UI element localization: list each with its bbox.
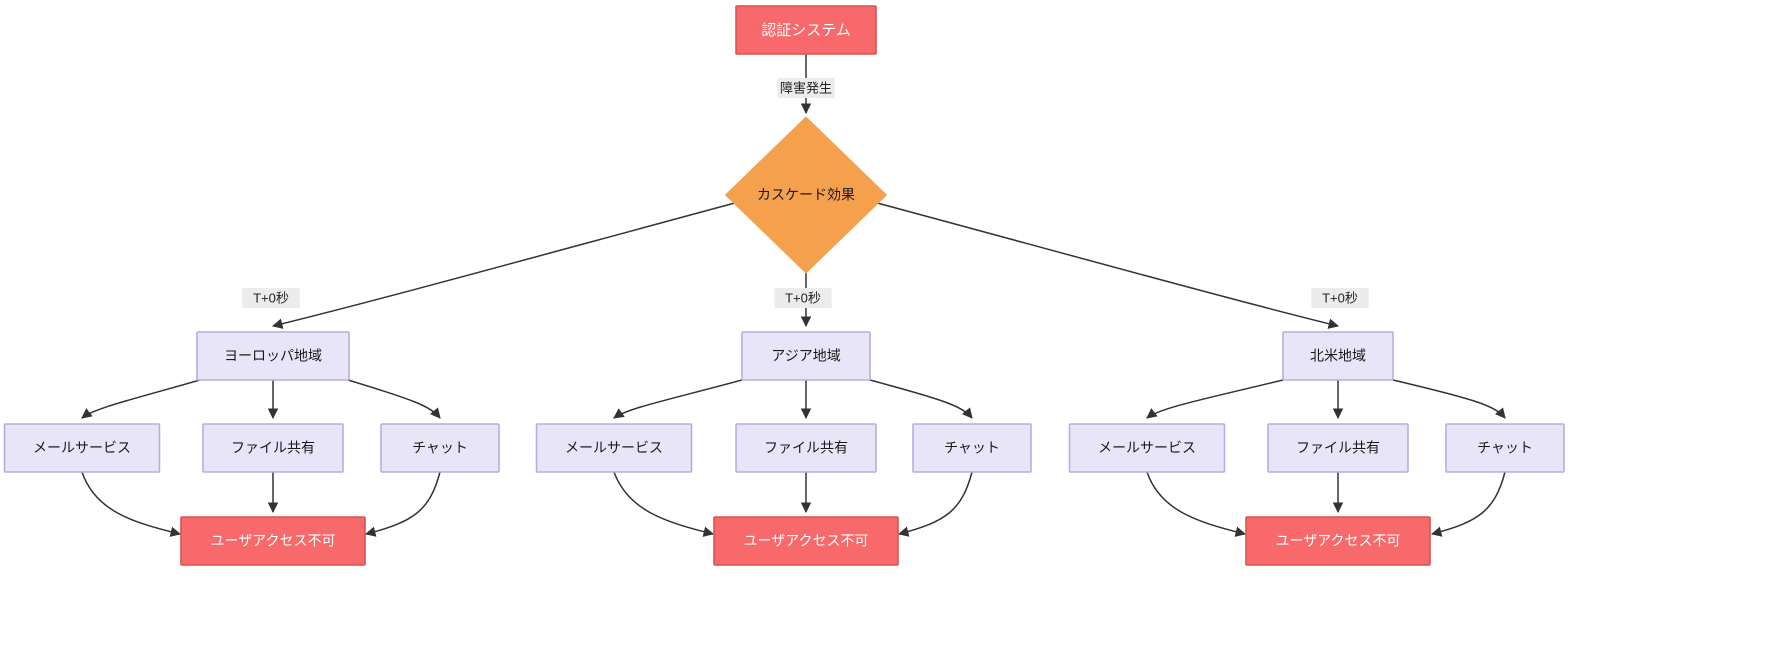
node-shape-rect [912, 423, 1032, 473]
node-label-asia_down: ユーザアクセス不可 [743, 533, 868, 549]
edge-label-e-cascade-na: T+0秒 [1311, 288, 1369, 308]
node-label-asia_region: アジア地域 [771, 348, 840, 364]
node-shape-rect [1282, 331, 1394, 381]
node-eu_mail[interactable]: メールサービス [3, 423, 161, 473]
node-na_region[interactable]: 北米地域 [1282, 331, 1394, 381]
edge-label-text: T+0秒 [1322, 290, 1358, 305]
node-na_chat[interactable]: チャット [1445, 423, 1565, 473]
edge-label-background [777, 78, 835, 98]
edge-cascade-to-eu_region [271, 199, 747, 329]
edge-label-text: T+0秒 [253, 290, 289, 305]
node-na_down[interactable]: ユーザアクセス不可 [1245, 516, 1431, 566]
node-label-cascade: カスケード効果 [757, 187, 855, 203]
node-shape-rect [3, 423, 161, 473]
edge-label-e-cascade-asia: T+0秒 [774, 288, 832, 308]
node-shape-rect [735, 5, 877, 55]
edge-asia_chat-to-asia_down [897, 471, 973, 537]
node-asia_mail[interactable]: メールサービス [535, 423, 693, 473]
edge-eu_mail-to-eu_down [81, 471, 182, 537]
node-label-na_mail: メールサービス [1098, 440, 1196, 456]
edge-label-e-auth-cascade: 障害発生 [777, 78, 835, 98]
node-label-na_region: 北米地域 [1310, 348, 1366, 364]
node-shape-rect [202, 423, 344, 473]
node-label-asia_file: ファイル共有 [764, 440, 848, 456]
edge-label-text: 障害発生 [780, 80, 832, 95]
node-shape-rect [1267, 423, 1409, 473]
node-shape-rect [1068, 423, 1226, 473]
node-cascade[interactable]: カスケード効果 [724, 116, 888, 274]
node-shape-rect [1245, 516, 1431, 566]
node-asia_down[interactable]: ユーザアクセス不可 [713, 516, 899, 566]
edge-label-text: T+0秒 [785, 290, 821, 305]
edge-label-background [1311, 288, 1369, 308]
edge-eu_region-to-eu_mail [81, 379, 201, 419]
edge-label-background [242, 288, 300, 308]
node-shape-rect [180, 516, 366, 566]
node-asia_region[interactable]: アジア地域 [741, 331, 871, 381]
node-auth[interactable]: 認証システム [735, 5, 877, 55]
edges-layer [81, 54, 1506, 537]
node-label-asia_chat: チャット [944, 440, 1000, 456]
edge-na_mail-to-na_down [1146, 471, 1247, 537]
node-label-na_down: ユーザアクセス不可 [1275, 533, 1400, 549]
edge-asia_region-to-asia_mail [613, 379, 743, 419]
edge-na_chat-to-na_down [1430, 471, 1506, 537]
node-label-eu_file: ファイル共有 [231, 440, 315, 456]
edge-labels-layer: 障害発生 T+0秒 T+0秒 T+0秒 [242, 78, 1369, 308]
node-na_mail[interactable]: メールサービス [1068, 423, 1226, 473]
edge-eu_chat-to-eu_down [364, 471, 441, 537]
node-label-eu_region: ヨーロッパ地域 [224, 348, 322, 364]
edge-cascade-to-na_region [865, 199, 1340, 329]
edge-label-background [774, 288, 832, 308]
edge-asia_mail-to-asia_down [613, 471, 715, 537]
node-shape-rect [1445, 423, 1565, 473]
node-eu_region[interactable]: ヨーロッパ地域 [196, 331, 350, 381]
node-shape-rect [535, 423, 693, 473]
edge-eu_region-to-eu_chat [347, 379, 441, 419]
edge-na_region-to-na_mail [1146, 379, 1284, 419]
edge-asia_region-to-asia_chat [869, 379, 973, 419]
edge-na_region-to-na_chat [1392, 379, 1506, 419]
node-label-eu_mail: メールサービス [33, 440, 131, 456]
node-label-auth: 認証システム [761, 22, 851, 39]
node-eu_down[interactable]: ユーザアクセス不可 [180, 516, 366, 566]
node-shape-diamond [724, 116, 888, 274]
node-shape-rect [713, 516, 899, 566]
node-shape-rect [735, 423, 877, 473]
node-asia_file[interactable]: ファイル共有 [735, 423, 877, 473]
node-label-na_chat: チャット [1477, 440, 1533, 456]
node-label-asia_mail: メールサービス [565, 440, 663, 456]
edge-label-e-cascade-eu: T+0秒 [242, 288, 300, 308]
node-label-eu_down: ユーザアクセス不可 [210, 533, 335, 549]
node-na_file[interactable]: ファイル共有 [1267, 423, 1409, 473]
node-shape-rect [380, 423, 500, 473]
node-eu_chat[interactable]: チャット [380, 423, 500, 473]
node-eu_file[interactable]: ファイル共有 [202, 423, 344, 473]
node-label-na_file: ファイル共有 [1296, 440, 1380, 456]
node-asia_chat[interactable]: チャット [912, 423, 1032, 473]
node-shape-rect [196, 331, 350, 381]
node-label-eu_chat: チャット [412, 440, 468, 456]
node-shape-rect [741, 331, 871, 381]
